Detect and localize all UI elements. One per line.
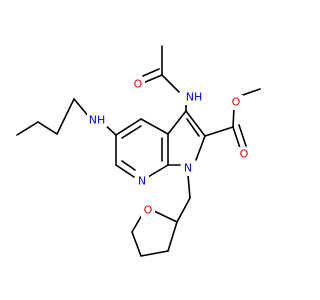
atom-n-pyrrole: N bbox=[181, 161, 195, 176]
bond-ch2-thf bbox=[176, 197, 191, 223]
bond-c2-npyrrole bbox=[195, 135, 206, 161]
molecule-canvas: NH NH O O O N bbox=[16, 45, 261, 257]
bond-ester-co-double bbox=[238, 124, 247, 147]
atom-label-n-pyrrole: N bbox=[184, 162, 192, 175]
bond-nh-carbonyl bbox=[161, 74, 180, 93]
bond-npy-c6 bbox=[115, 164, 135, 178]
atom-o-ester-ether: O bbox=[229, 95, 243, 110]
bond-c3-c2-double bbox=[186, 118, 200, 137]
bond-oether-methyl bbox=[239, 88, 261, 97]
bond-amide-co-double bbox=[142, 68, 160, 77]
bond-methyl-branch bbox=[56, 98, 75, 135]
bond-c4-c3a bbox=[140, 118, 169, 135]
bond-ester-co bbox=[232, 126, 241, 149]
atom-label-nh-left: NH bbox=[89, 114, 106, 127]
atom-label-o-thf: O bbox=[144, 204, 153, 217]
atom-o-amide: O bbox=[131, 77, 145, 92]
bond-c2-ester bbox=[204, 126, 234, 137]
bond-c3a-c3 bbox=[167, 110, 187, 135]
atom-o-thf: O bbox=[141, 203, 155, 218]
atom-label-n-pyridine: N bbox=[138, 175, 146, 188]
atom-label-o-ester-carbonyl: O bbox=[240, 148, 249, 161]
bond-thf-c3-c2 bbox=[167, 221, 178, 252]
bond-thf-c2-o bbox=[153, 210, 178, 223]
bond-c3-c2 bbox=[185, 110, 206, 137]
bond-c7a-npy bbox=[147, 164, 169, 178]
bond-npyrrole-ch2 bbox=[187, 174, 191, 199]
atom-label-nh-top: NH bbox=[186, 91, 203, 104]
molecule-structure-diagram: NH NH O O O N bbox=[16, 45, 261, 257]
atom-nh-sec-butyl: NH bbox=[87, 112, 107, 127]
bond-ethyl-end bbox=[16, 121, 39, 136]
bond-thf-c5-c4 bbox=[131, 231, 142, 257]
bond-c5-c4-double bbox=[121, 125, 142, 139]
bond-thf-c4-c3 bbox=[140, 250, 169, 257]
bond-npy-c6-double bbox=[121, 160, 136, 171]
bond-amide-co bbox=[142, 74, 163, 84]
atom-nh-acetamido: NH bbox=[184, 90, 204, 105]
atom-o-ester-carbonyl: O bbox=[237, 147, 251, 162]
atom-label-o-ester-ether: O bbox=[232, 96, 241, 109]
bond-ethyl bbox=[37, 121, 58, 135]
bond-ester-oether bbox=[232, 107, 235, 128]
bond-c5-c4 bbox=[115, 118, 142, 136]
atom-n-pyridine: N bbox=[135, 174, 149, 189]
bond-thf-o-c5 bbox=[131, 214, 143, 233]
bond-layer bbox=[16, 45, 261, 257]
atom-label-layer: NH NH O O O N bbox=[87, 77, 251, 218]
atom-label-o-amide: O bbox=[134, 78, 143, 91]
